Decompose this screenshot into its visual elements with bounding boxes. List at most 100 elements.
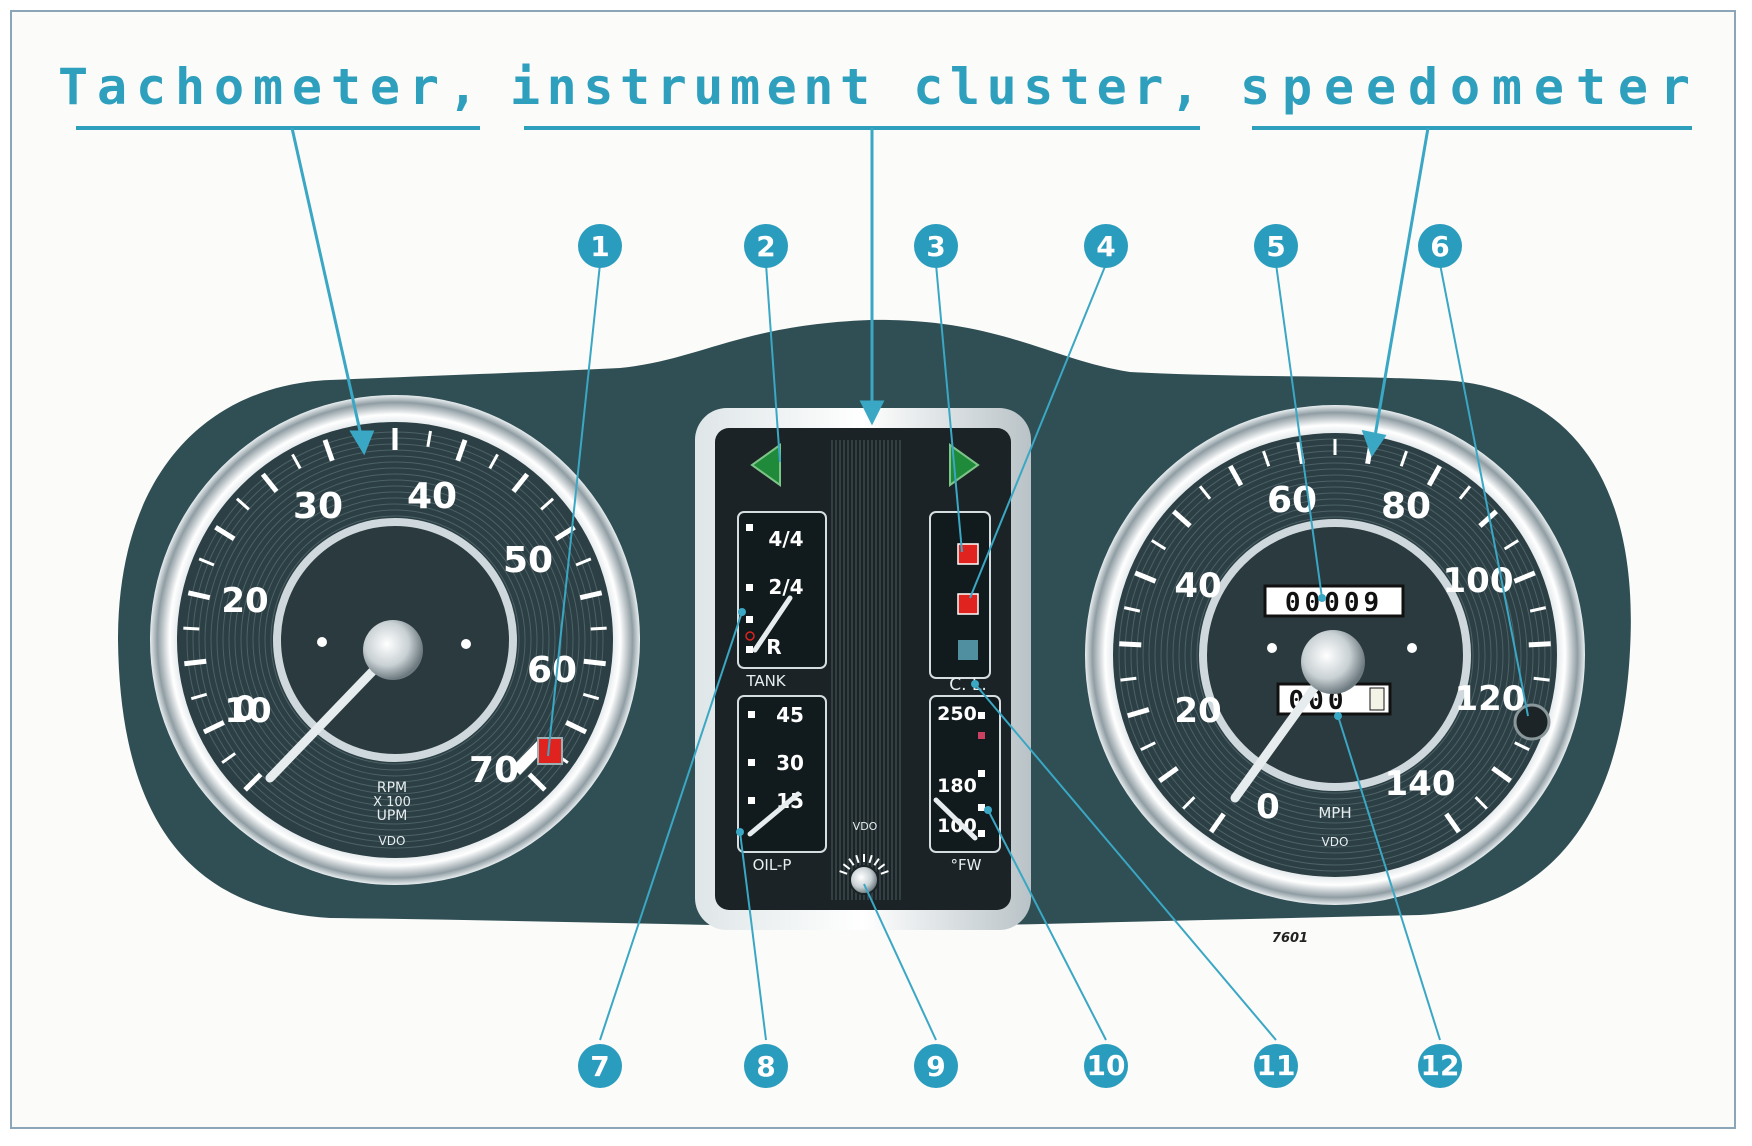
warning-lamp-red-upper — [957, 543, 979, 565]
tachometer-tick — [190, 692, 208, 701]
speedometer-number-20: 20 — [1174, 691, 1221, 731]
instrument-cluster: 4/4 2/4 R TANK 45 30 15 OIL-P C. L. — [695, 408, 1031, 930]
svg-text:11: 11 — [1257, 1049, 1296, 1082]
speedometer-tick — [1123, 606, 1141, 613]
fuel-mark-dot-4 — [746, 646, 753, 653]
speedometer-tick — [1478, 509, 1499, 528]
tachometer-tick — [579, 590, 603, 601]
title-pointer-tachometer — [290, 127, 364, 441]
speedometer-tick — [1120, 676, 1137, 682]
speedometer-gauge: 0 20 40 60 80 100 120 140 00009 000 MPH … — [1085, 405, 1585, 905]
cluster-center-stripes — [831, 440, 901, 900]
tachometer-tick — [235, 497, 250, 511]
oil-mark-dot-1 — [748, 711, 755, 718]
temp-label: °FW — [951, 856, 982, 874]
speedometer-tick — [1514, 741, 1530, 752]
tachometer-tick — [565, 720, 588, 735]
tachometer-tick — [243, 772, 263, 792]
tachometer-tick — [527, 772, 547, 792]
speedometer-ring — [1148, 468, 1522, 842]
svg-text:6: 6 — [1430, 230, 1449, 263]
speedometer-number-120: 120 — [1455, 679, 1526, 719]
fuel-mark-dot-3 — [746, 616, 753, 623]
svg-text:10: 10 — [1087, 1049, 1126, 1082]
tachometer-tick — [582, 692, 600, 701]
leader-dot-10 — [984, 806, 992, 814]
rheostat-tick — [839, 870, 848, 875]
speedometer-tick — [1182, 796, 1196, 810]
speedometer-number-40: 40 — [1174, 566, 1221, 606]
title-arrow-speedometer — [1361, 430, 1387, 458]
callout-8: 8 — [744, 1044, 788, 1088]
speedometer-tick — [1474, 796, 1488, 810]
trip-reset-knob — [1513, 703, 1551, 741]
speedometer-tick — [1262, 450, 1271, 467]
fuel-mark-reserve: R — [766, 635, 781, 659]
temp-mark-dot-3 — [978, 804, 985, 811]
speedometer-number-80: 80 — [1381, 486, 1431, 527]
leader-12 — [1337, 715, 1441, 1041]
tachometer-unit-upm: UPM — [377, 808, 408, 824]
speedometer-hub — [1301, 630, 1365, 694]
speedometer-tick — [1426, 464, 1442, 487]
leader-3 — [935, 263, 963, 553]
oil-mark-30: 30 — [776, 751, 804, 775]
callout-3: 3 — [914, 224, 958, 268]
tachometer-number-10: 10 — [224, 691, 271, 731]
tachometer-ring — [234, 479, 556, 801]
tachometer-tick — [488, 453, 499, 470]
callout-12: 12 — [1418, 1044, 1462, 1088]
fuel-needle — [752, 595, 793, 653]
leader-4 — [969, 263, 1107, 599]
oil-mark-dot-2 — [748, 759, 755, 766]
fuel-mark-dot-2 — [746, 584, 753, 591]
leader-11 — [974, 683, 1277, 1041]
svg-text:5: 5 — [1266, 230, 1285, 263]
leader-8 — [739, 831, 767, 1041]
svg-text:2: 2 — [756, 230, 775, 263]
oil-mark-45: 45 — [776, 703, 804, 727]
tachometer-number-20: 20 — [221, 581, 268, 621]
callout-11: 11 — [1254, 1044, 1298, 1088]
callout-6: 6 — [1418, 224, 1462, 268]
tachometer-tick — [214, 525, 236, 542]
tachometer-tick — [540, 497, 555, 511]
speedometer-tick — [1528, 641, 1551, 648]
speedometer-tick — [1171, 509, 1192, 528]
cluster-cl-label: C. L. — [949, 675, 987, 695]
tachometer-screw-left — [317, 637, 327, 647]
tachometer-tick — [187, 590, 211, 601]
speedometer-tick — [1228, 464, 1244, 487]
callout-badges-top: 1 2 3 4 5 6 — [578, 224, 1462, 268]
speedometer-ring — [1196, 516, 1474, 794]
cluster-brand: VDO — [853, 820, 878, 833]
speedometer-odometer: 00009 — [1285, 588, 1383, 618]
tachometer-gauge: 0 10 20 30 40 50 60 70 RPM X 100 UPM VDO — [150, 395, 640, 885]
leader-dot-11 — [971, 680, 979, 688]
speedometer-tick — [1444, 812, 1461, 834]
speedometer-ring — [1142, 462, 1528, 848]
leader-2 — [765, 263, 781, 463]
tachometer-tick — [511, 472, 530, 494]
tachometer-tick — [575, 557, 592, 567]
title-arrow-cluster — [859, 400, 885, 426]
fuel-gauge-window — [737, 511, 827, 669]
leader-dot-5 — [1318, 594, 1326, 602]
warning-lamp-red-lower — [957, 593, 979, 615]
warning-lamp-blue — [958, 640, 978, 660]
tachometer-brand: VDO — [379, 834, 406, 848]
speedometer-ring — [1154, 474, 1516, 836]
temp-mark-dot-red — [978, 732, 985, 739]
title-arrow-tachometer — [349, 430, 375, 456]
tachometer-ring — [246, 491, 544, 789]
speedometer-tick — [1399, 450, 1408, 467]
tachometer-number-60: 60 — [527, 650, 577, 691]
title-tachometer: Tachometer, — [58, 58, 478, 116]
speedometer-tick — [1119, 641, 1142, 648]
speedometer-screw-right — [1407, 643, 1417, 653]
title-pointers — [290, 127, 1430, 458]
tachometer-unit-rpm: RPM — [377, 780, 407, 796]
temp-mark-180: 180 — [937, 775, 977, 797]
temp-mark-dot-2 — [978, 770, 985, 777]
tachometer-number-70: 70 — [469, 750, 519, 791]
